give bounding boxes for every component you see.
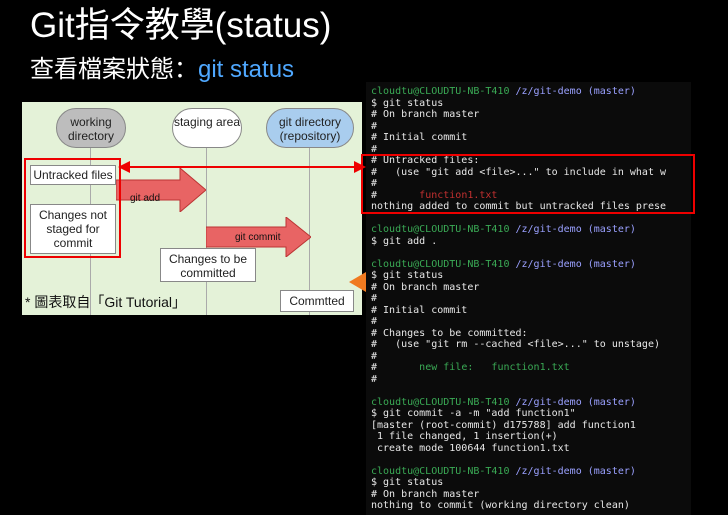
terminal-text: # — [371, 143, 378, 155]
terminal-text: nothing added to commit but untracked fi… — [371, 201, 667, 212]
terminal-line: cloudtu@CLOUDTU-NB-T410 /z/git-demo (mas… — [371, 259, 636, 271]
terminal-text: $ git commit -a -m "add function1" — [371, 408, 576, 419]
terminal-text: # — [371, 293, 378, 304]
terminal-line: # — [371, 144, 377, 156]
terminal-text: 1 file changed, 1 insertion(+) — [371, 431, 558, 442]
terminal-line: nothing to commit (working directory cle… — [371, 500, 630, 512]
terminal-text: cloudtu@CLOUDTU-NB-T410 — [371, 224, 516, 235]
terminal-text: $ git status — [371, 270, 444, 281]
terminal-text: $ git add . — [371, 235, 438, 247]
terminal-line: cloudtu@CLOUDTU-NB-T410 /z/git-demo (mas… — [371, 86, 636, 98]
terminal-line: cloudtu@CLOUDTU-NB-T410 /z/git-demo (mas… — [371, 466, 636, 478]
lane-working-directory: working directory — [56, 108, 126, 148]
arrowhead-left-icon — [118, 161, 130, 173]
terminal-text: /z/git-demo (master) — [515, 396, 636, 408]
terminal-line: # Initial commit — [371, 132, 467, 144]
terminal-text: /z/git-demo (master) — [515, 224, 636, 235]
terminal-text: function1.txt — [419, 189, 498, 201]
terminal-text: # — [371, 189, 420, 201]
terminal-line: create mode 100644 function1.txt — [371, 443, 570, 455]
terminal-line: cloudtu@CLOUDTU-NB-T410 /z/git-demo (mas… — [371, 224, 636, 236]
terminal-line: # new file: function1.txt — [371, 362, 570, 374]
terminal-text: /z/git-demo (master) — [515, 465, 636, 477]
slide-subtitle: 查看檔案狀態：git status — [30, 55, 294, 85]
terminal-line: # On branch master — [371, 109, 479, 121]
terminal-line: # Changes to be committed: — [371, 328, 528, 340]
terminal-line: # (use "git add <file>..." to include in… — [371, 167, 666, 179]
terminal-line: # Untracked files: — [371, 155, 479, 167]
arrowhead-right-icon — [354, 161, 366, 173]
terminal-line: # — [371, 121, 377, 133]
image-credit: * 圖表取自「Git Tutorial」 — [25, 294, 187, 310]
terminal-text: $ git status — [371, 477, 444, 488]
terminal-line: # — [371, 178, 377, 190]
box-committed: Commtted — [280, 290, 354, 312]
lane-staging-area: staging area — [172, 108, 242, 148]
terminal-line: # On branch master — [371, 489, 479, 501]
terminal-text: # On branch master — [371, 281, 480, 293]
terminal-text: # On branch master — [371, 109, 480, 120]
terminal-line: cloudtu@CLOUDTU-NB-T410 /z/git-demo (mas… — [371, 397, 636, 409]
box-changes-not-staged: Changes not staged for commit — [30, 204, 116, 254]
terminal-text: # On branch master — [371, 488, 480, 500]
lane-git-directory: git directory (repository) — [266, 108, 354, 148]
terminal-line: # — [371, 351, 377, 363]
connector-line — [122, 166, 362, 168]
terminal-text: # Untracked files: — [371, 155, 480, 166]
highlight-frame — [24, 158, 121, 258]
git-commit-label: git commit — [235, 232, 281, 243]
terminal-text: new file: function1.txt — [419, 362, 570, 373]
terminal-line: # On branch master — [371, 282, 479, 294]
terminal-line: # — [371, 374, 377, 386]
terminal-window: cloudtu@CLOUDTU-NB-T410 /z/git-demo (mas… — [366, 82, 691, 515]
terminal-text: nothing to commit (working directory cle… — [371, 500, 630, 511]
terminal-line: 1 file changed, 1 insertion(+) — [371, 431, 558, 443]
terminal-text: create mode 100644 function1.txt — [371, 442, 570, 454]
terminal-text: cloudtu@CLOUDTU-NB-T410 — [371, 258, 516, 270]
git-commit-arrow-icon — [206, 217, 311, 257]
terminal-text: # Changes to be committed: — [371, 327, 528, 339]
terminal-line: # function1.txt — [371, 190, 497, 202]
terminal-line: $ git status — [371, 98, 443, 110]
terminal-line: [master (root-commit) d175788] add funct… — [371, 420, 636, 432]
terminal-text: cloudtu@CLOUDTU-NB-T410 — [371, 396, 516, 408]
terminal-text: # (use "git rm --cached <file>..." to un… — [371, 339, 660, 350]
terminal-text: cloudtu@CLOUDTU-NB-T410 — [371, 465, 516, 477]
terminal-text: [master (root-commit) d175788] add funct… — [371, 419, 636, 431]
git-add-label: git add — [130, 193, 161, 204]
git-add-arrow-icon — [116, 168, 206, 212]
terminal-text: # — [371, 120, 378, 132]
terminal-highlight-frame — [361, 154, 695, 214]
terminal-line: nothing added to commit but untracked fi… — [371, 201, 666, 213]
terminal-text: # — [371, 362, 420, 373]
terminal-text: $ git status — [371, 97, 444, 109]
terminal-text: /z/git-demo (master) — [515, 86, 636, 97]
subtitle-command: git status — [198, 56, 295, 83]
subtitle-prefix: 查看檔案狀態： — [30, 56, 198, 83]
terminal-line: $ git status — [371, 270, 443, 282]
terminal-line: # — [371, 316, 377, 328]
terminal-text: # — [371, 178, 378, 189]
lane-line — [309, 146, 310, 315]
terminal-line: # — [371, 293, 377, 305]
terminal-text: # — [371, 316, 378, 327]
slide-title: Git指令教學(status) — [30, 6, 332, 45]
terminal-text: /z/git-demo (master) — [515, 258, 636, 270]
terminal-text: # — [371, 373, 378, 385]
box-untracked-files: Untracked files — [30, 165, 116, 185]
terminal-text: # — [371, 350, 378, 362]
terminal-text: # (use "git add <file>..." to include in… — [371, 166, 667, 178]
terminal-line: $ git add . — [371, 236, 437, 248]
git-workflow-diagram: working directory staging area git direc… — [22, 102, 362, 315]
terminal-line: $ git commit -a -m "add function1" — [371, 408, 576, 420]
terminal-line: # Initial commit — [371, 305, 467, 317]
orange-pointer-icon — [349, 272, 366, 292]
terminal-text: # Initial commit — [371, 132, 468, 143]
terminal-text: cloudtu@CLOUDTU-NB-T410 — [371, 86, 516, 97]
terminal-line: # (use "git rm --cached <file>..." to un… — [371, 339, 660, 351]
terminal-text: # Initial commit — [371, 304, 468, 316]
terminal-line: $ git status — [371, 477, 443, 489]
box-changes-to-be-committed: Changes to be committed — [160, 248, 256, 282]
